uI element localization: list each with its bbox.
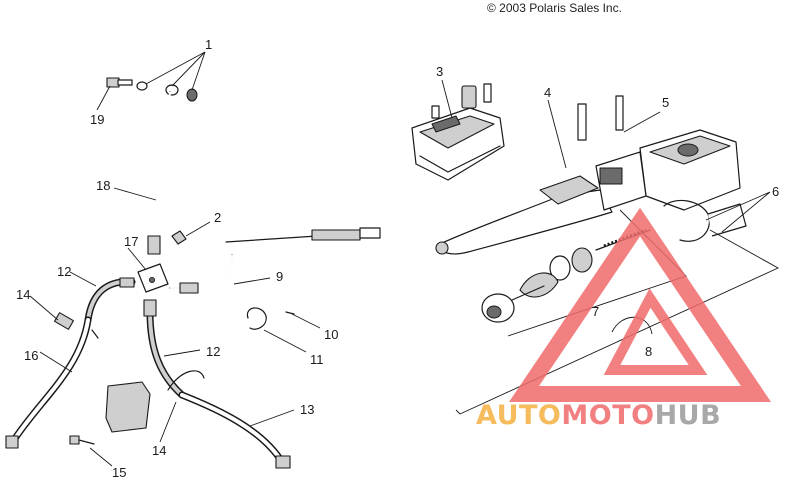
watermark-inner-triangle (603, 288, 708, 375)
callout-9: 9 (276, 269, 283, 284)
left-leader-lines (29, 51, 321, 467)
part-11-clamp (246, 307, 267, 330)
right-master-cylinder-assembly (411, 79, 779, 415)
callout-labels: 1 2 3 4 5 6 7 8 9 10 11 12 12 13 14 14 1… (16, 37, 779, 477)
part-12-hose-left (84, 277, 136, 324)
callout-11: 11 (310, 352, 324, 367)
part-14-clamp-lower (167, 370, 205, 391)
callout-13: 13 (300, 402, 314, 417)
part-5-pins (577, 95, 624, 141)
callout-10: 10 (324, 327, 338, 342)
part-12-hose-right (143, 299, 186, 399)
part-13-brake-line (178, 391, 291, 469)
callout-14-upper: 14 (16, 287, 30, 302)
part-10-screw (285, 311, 295, 315)
callout-2: 2 (214, 210, 221, 225)
master-cylinder-body (595, 129, 741, 211)
part-15-bolt (69, 435, 95, 445)
callout-12-right: 12 (206, 344, 220, 359)
part-4-brake-lever (435, 175, 613, 255)
callout-17: 17 (124, 234, 138, 249)
automotohub-watermark: AUTOMOTOHUB (476, 207, 772, 431)
watermark-hub: HUB (655, 400, 722, 431)
callout-8: 8 (645, 344, 652, 359)
callout-1: 1 (205, 37, 212, 52)
callout-6: 6 (772, 184, 779, 199)
callout-12-left: 12 (57, 264, 71, 279)
left-brake-line-assembly (5, 51, 381, 469)
callout-4: 4 (544, 85, 551, 100)
callout-19: 19 (90, 112, 104, 127)
callout-5: 5 (662, 95, 669, 110)
watermark-auto: AUTO (476, 400, 561, 431)
callout-7: 7 (592, 304, 599, 319)
watermark-moto: MOTO (561, 400, 654, 431)
callout-16: 16 (24, 348, 38, 363)
callout-15: 15 (112, 465, 126, 477)
part-3-reservoir-cover (411, 83, 505, 181)
part-18-upper-hose (147, 91, 171, 255)
part-16-brake-line (5, 312, 92, 449)
part-19-bolt (106, 77, 133, 88)
callout-3: 3 (436, 64, 443, 79)
part-14-clamp-upper (91, 329, 99, 339)
callout-18: 18 (96, 178, 110, 193)
callout-14-lower: 14 (152, 443, 166, 458)
watermark-triangle-logo (508, 207, 772, 402)
part-7-piston-kit (481, 228, 651, 323)
copyright-text: © 2003 Polaris Sales Inc. (487, 1, 622, 15)
part-9-brake-line (169, 227, 381, 294)
watermark-text: AUTOMOTOHUB (476, 400, 721, 431)
part-17-junction-block (137, 263, 169, 293)
part-2-fitting (171, 230, 187, 245)
part-1-washers (136, 81, 198, 102)
mounting-plate (105, 381, 151, 433)
